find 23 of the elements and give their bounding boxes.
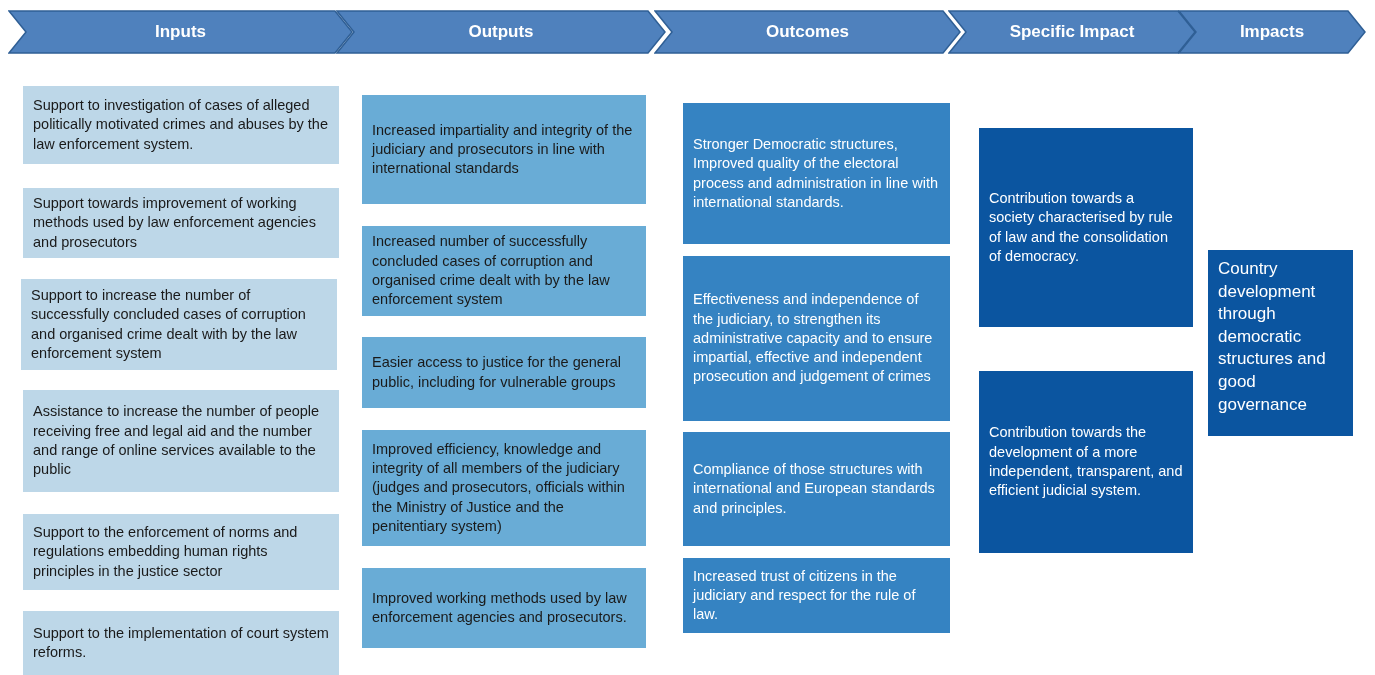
outcome-box: Stronger Democratic structures, Improved quality of the electoral process and administration in line with international standards. (683, 103, 950, 244)
outcome-box: Increased trust of citizens in the judiciary and respect for the rule of law. (683, 558, 950, 633)
chevron-header: Outputs (336, 10, 666, 54)
chevron-header: Outcomes (654, 10, 961, 54)
specific-impact-box: Contribution towards the development of a more independent, transparent, and efficient judicial system. (979, 371, 1193, 553)
specific-impact-box: Contribution towards a society characterised by rule of law and the consolidation of democracy. (979, 128, 1193, 327)
impact-box: Country development through democratic structures and good governance (1208, 250, 1353, 436)
chevron-header: Impacts (1178, 10, 1366, 54)
input-box: Support towards improvement of working methods used by law enforcement agencies and prosecutors (23, 188, 339, 258)
outcome-box: Effectiveness and independence of the judiciary, to strengthen its administrative capacity and to ensure impartial, effective and independent prosecution and judgement of crimes (683, 256, 950, 421)
input-box: Support to investigation of cases of alleged politically motivated crimes and abuses by the law enforcement system. (23, 86, 339, 164)
output-box: Improved working methods used by law enforcement agencies and prosecutors. (362, 568, 646, 648)
input-box: Support to increase the number of successfully concluded cases of corruption and organised crime dealt with by the law enforcement system (21, 279, 337, 370)
outcome-box: Compliance of those structures with international and European standards and principles. (683, 432, 950, 546)
input-box: Assistance to increase the number of people receiving free and legal aid and the number and range of online services available to the public (23, 390, 339, 492)
input-box: Support to the implementation of court system reforms. (23, 611, 339, 675)
output-box: Easier access to justice for the general public, including for vulnerable groups (362, 337, 646, 408)
output-box: Improved efficiency, knowledge and integrity of all members of the judiciary (judges and prosecutors, officials within the Ministry of Justice and the penitentiary system) (362, 430, 646, 546)
output-box: Increased impartiality and integrity of the judiciary and prosecutors in line with international standards (362, 95, 646, 204)
output-box: Increased number of successfully concluded cases of corruption and organised crime dealt with by the law enforcement system (362, 226, 646, 316)
input-box: Support to the enforcement of norms and regulations embedding human rights principles in the justice sector (23, 514, 339, 590)
chevron-header: Inputs (8, 10, 353, 54)
chevron-header: Specific Impact (948, 10, 1196, 54)
